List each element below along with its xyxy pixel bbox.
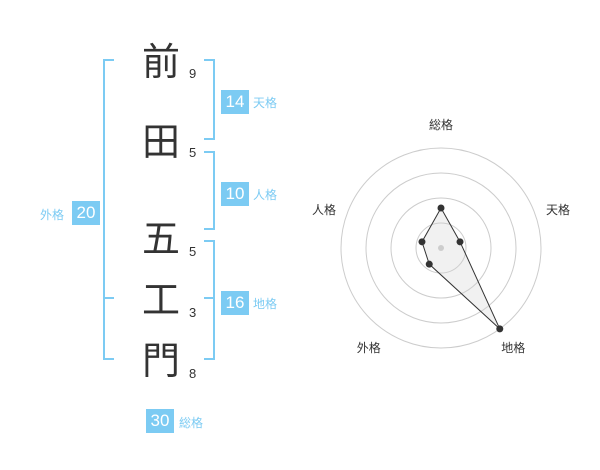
radar-value-polygon (421, 206, 501, 330)
jinkaku-value-badge: 10 (221, 182, 249, 206)
chikaku-bracket (204, 240, 215, 360)
tenkaku-value-badge: 14 (221, 90, 249, 114)
radar-point-1 (437, 204, 445, 212)
stroke-count-2: 5 (189, 145, 197, 160)
chikaku-label: 地格 (253, 297, 278, 311)
radar-point-2 (456, 238, 464, 246)
radar-ring-4 (340, 147, 542, 349)
tenkaku-label: 天格 (253, 96, 278, 110)
stroke-count-1: 9 (189, 66, 197, 81)
radar-point-4 (425, 260, 433, 268)
name-char-4: 工 (141, 278, 180, 322)
radar-ring-3 (365, 172, 517, 324)
radar-axis-label-2: 天格 (545, 202, 570, 217)
name-char-1: 前 (141, 40, 180, 84)
radar-point-5 (418, 238, 426, 246)
stroke-count-5: 8 (189, 366, 197, 381)
jinkaku-bracket (204, 151, 215, 230)
radar-center-dot (438, 245, 444, 251)
name-char-3: 五 (141, 217, 180, 261)
chikaku-value-badge: 16 (221, 291, 249, 315)
radar-axis-label-1: 総格 (429, 118, 454, 132)
jinkaku-label: 人格 (253, 188, 278, 202)
stroke-count-3: 5 (189, 244, 197, 259)
gaikaku-bracket (103, 59, 114, 360)
gaikaku-label: 外格 (40, 208, 65, 222)
name-char-5: 門 (141, 339, 180, 383)
gaikaku-value-badge: 20 (72, 201, 100, 225)
radar-ring-1 (415, 222, 467, 274)
radar-axis-label-3: 地格 (501, 340, 526, 355)
soukaku-label: 総格 (179, 416, 204, 430)
radar-axis-label-4: 外格 (356, 340, 381, 355)
tenkaku-bracket (204, 59, 215, 140)
soukaku-value-badge: 30 (146, 409, 174, 433)
stroke-count-4: 3 (189, 305, 197, 320)
name-char-2: 田 (141, 120, 180, 164)
radar-point-3 (496, 325, 504, 333)
radar-axis-label-5: 人格 (312, 202, 337, 217)
radar-ring-2 (390, 197, 492, 299)
